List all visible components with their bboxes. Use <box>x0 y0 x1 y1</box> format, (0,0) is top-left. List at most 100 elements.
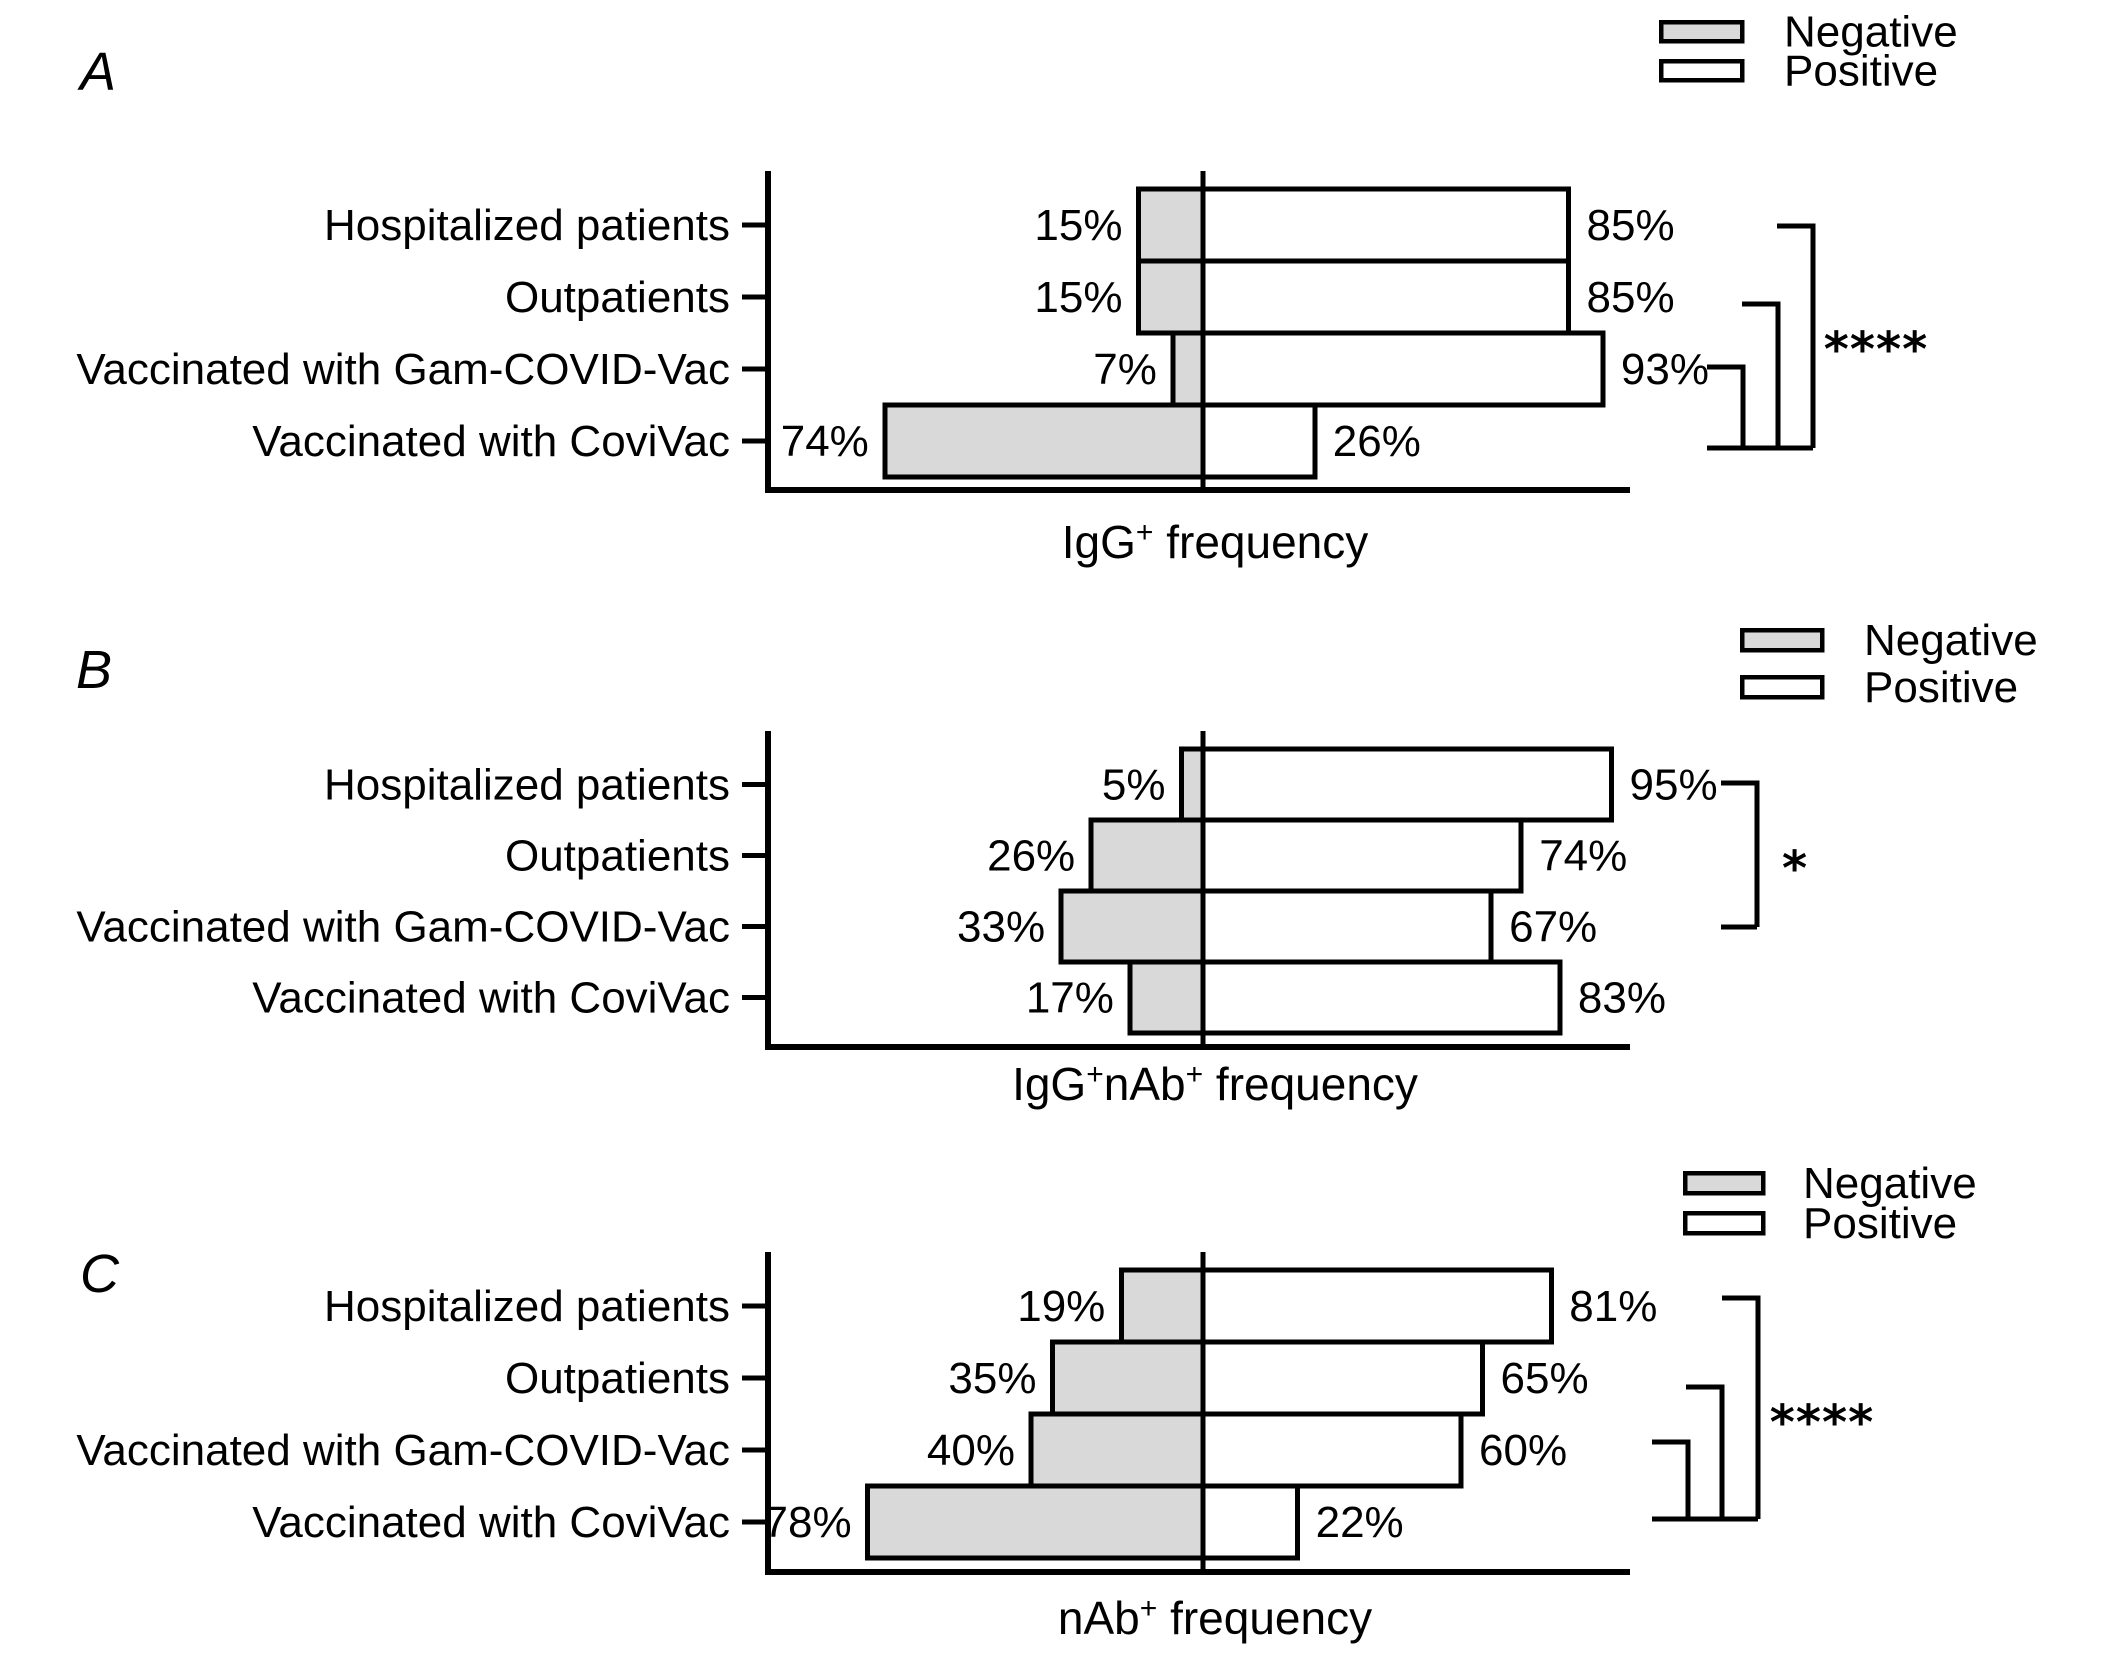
panel-letter: C <box>80 1244 120 1304</box>
positive-value-label: 95% <box>1630 761 1718 810</box>
positive-value-label: 67% <box>1509 903 1597 952</box>
negative-value-label: 15% <box>1034 273 1122 322</box>
x-axis-label-part: IgG <box>1012 1058 1086 1110</box>
significance-bracket <box>1721 780 1760 930</box>
positive-value-label: 60% <box>1479 1426 1567 1475</box>
legend-positive-swatch <box>1739 674 1825 700</box>
legend-negative-swatch <box>1739 627 1825 653</box>
legend-negative-swatch <box>1682 1170 1766 1196</box>
significance-label: * <box>1782 841 1808 897</box>
negative-value-label: 40% <box>927 1426 1015 1475</box>
category-label: Vaccinated with CoviVac <box>252 974 730 1023</box>
x-axis-label-part: IgG <box>1062 516 1136 568</box>
negative-bar <box>1136 258 1206 336</box>
negative-bar <box>865 1483 1206 1561</box>
legend-negative-label: Negative <box>1864 616 2038 665</box>
panel-letter: A <box>77 42 116 102</box>
negative-value-label: 74% <box>781 417 869 466</box>
negative-value-label: 5% <box>1102 761 1166 810</box>
positive-value-label: 74% <box>1539 832 1627 881</box>
x-axis-label: IgG+ frequency <box>1062 516 1368 568</box>
negative-bar <box>1118 1267 1206 1345</box>
category-label: Vaccinated with CoviVac <box>252 417 730 466</box>
positive-bar <box>1200 888 1494 965</box>
x-axis-label: nAb+ frequency <box>1058 1592 1372 1644</box>
negative-bar <box>1088 817 1206 894</box>
panel-letter: B <box>76 640 112 700</box>
category-label: Vaccinated with Gam-COVID-Vac <box>76 345 730 394</box>
positive-bar <box>1200 186 1571 264</box>
negative-value-label: 19% <box>1017 1282 1105 1331</box>
positive-bar <box>1200 402 1318 480</box>
legend-negative-swatch <box>1658 19 1745 44</box>
legend-positive-label: Positive <box>1784 47 1938 96</box>
legend-positive-label: Positive <box>1803 1199 1957 1248</box>
positive-value-label: 83% <box>1578 974 1666 1023</box>
x-axis-label-part: nAb <box>1104 1058 1186 1110</box>
x-axis-label-superscript: + <box>1186 1058 1204 1091</box>
category-label: Vaccinated with Gam-COVID-Vac <box>76 903 730 952</box>
significance-bracket <box>1652 1295 1761 1522</box>
legend-positive-label: Positive <box>1864 663 2018 712</box>
x-axis-label: IgG+nAb+ frequency <box>1012 1058 1418 1110</box>
positive-value-label: 93% <box>1621 345 1709 394</box>
negative-value-label: 17% <box>1026 974 1114 1023</box>
x-axis-label-superscript: + <box>1140 1592 1158 1625</box>
significance-label: **** <box>1824 322 1928 378</box>
positive-bar <box>1200 258 1571 336</box>
significance-label: **** <box>1770 1395 1874 1451</box>
negative-value-label: 33% <box>957 903 1045 952</box>
category-label: Vaccinated with Gam-COVID-Vac <box>76 1426 730 1475</box>
negative-bar <box>882 402 1206 480</box>
positive-bar <box>1200 817 1524 894</box>
negative-bar <box>1028 1411 1206 1489</box>
positive-bar <box>1200 1267 1554 1345</box>
significance-bracket <box>1707 223 1816 451</box>
category-label: Hospitalized patients <box>324 1282 730 1331</box>
x-axis-label-superscript: + <box>1086 1058 1104 1091</box>
positive-value-label: 65% <box>1501 1354 1589 1403</box>
legend-negative-label: Negative <box>1784 8 1958 57</box>
positive-bar <box>1200 1411 1464 1489</box>
legend-negative-label: Negative <box>1803 1159 1977 1208</box>
category-label: Hospitalized patients <box>324 201 730 250</box>
negative-bar <box>1170 330 1206 408</box>
positive-value-label: 81% <box>1569 1282 1657 1331</box>
legend-positive-swatch <box>1682 1210 1766 1236</box>
negative-bar <box>1136 186 1206 264</box>
category-label: Vaccinated with CoviVac <box>252 1498 730 1547</box>
positive-value-label: 26% <box>1333 417 1421 466</box>
positive-value-label: 85% <box>1587 273 1675 322</box>
negative-value-label: 78% <box>764 1498 852 1547</box>
category-label: Outpatients <box>505 1354 730 1403</box>
positive-bar <box>1200 1483 1301 1561</box>
positive-value-label: 22% <box>1316 1498 1404 1547</box>
positive-value-label: 85% <box>1587 201 1675 250</box>
negative-value-label: 35% <box>948 1354 1036 1403</box>
negative-value-label: 7% <box>1093 345 1157 394</box>
negative-bar <box>1127 959 1206 1036</box>
positive-bar <box>1200 746 1614 823</box>
negative-bar <box>1058 888 1206 965</box>
negative-bar <box>1179 746 1206 823</box>
positive-bar <box>1200 1339 1485 1417</box>
positive-bar <box>1200 959 1563 1036</box>
negative-value-label: 26% <box>987 832 1075 881</box>
x-axis-label-part: frequency <box>1203 1058 1418 1110</box>
category-label: Outpatients <box>505 273 730 322</box>
x-axis-label-part: frequency <box>1157 1592 1372 1644</box>
negative-bar <box>1050 1339 1206 1417</box>
x-axis-label-part: nAb <box>1058 1592 1140 1644</box>
x-axis-label-superscript: + <box>1136 516 1154 549</box>
category-label: Hospitalized patients <box>324 761 730 810</box>
legend-positive-swatch <box>1658 58 1745 83</box>
negative-value-label: 15% <box>1034 201 1122 250</box>
